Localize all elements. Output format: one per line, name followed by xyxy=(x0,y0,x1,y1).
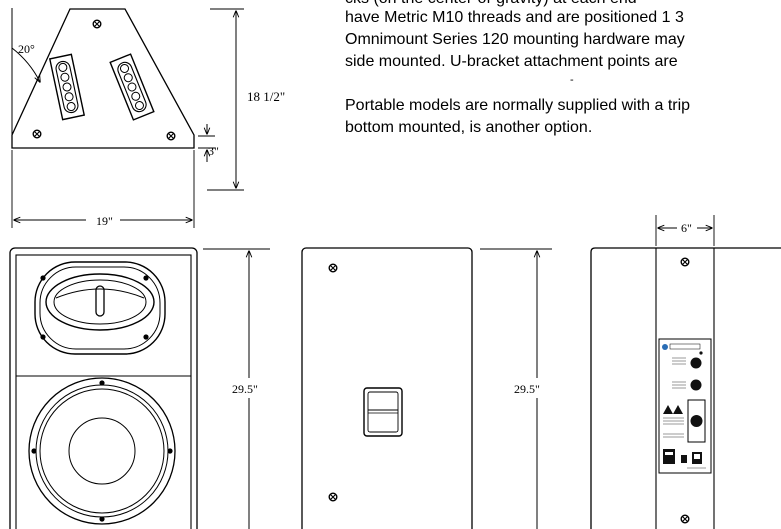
rear-view-height-label: 29.5" xyxy=(514,382,540,396)
side-view xyxy=(590,215,781,529)
power-inlet-icon xyxy=(663,449,675,464)
top-view xyxy=(11,8,244,228)
screw-icon xyxy=(166,131,176,141)
top-view-cabinet-outline xyxy=(11,8,195,149)
top-view-offset-label: 3" xyxy=(208,144,219,158)
fuse-holder-icon xyxy=(681,455,687,463)
front-view-height-label: 29.5" xyxy=(232,382,258,396)
side-view-width-label: 6" xyxy=(681,221,692,235)
handle-slot-right xyxy=(109,53,155,121)
description-line-6: bottom mounted, is another option. xyxy=(345,119,593,136)
rear-view xyxy=(301,247,552,529)
screw-icon xyxy=(32,129,42,139)
xlr-connector-panel xyxy=(687,399,706,443)
description-separator: - xyxy=(570,74,574,86)
side-view-cabinet-outline xyxy=(590,247,781,529)
front-view xyxy=(9,247,270,529)
xlr-jack-icon xyxy=(690,415,703,427)
angle-arc xyxy=(11,47,40,82)
brand-badge-icon xyxy=(662,344,668,350)
top-view-angle-label: 20° xyxy=(18,42,35,56)
indicator-led-icon xyxy=(699,351,703,355)
description-line-1: cks (on the center-of-gravity) at each e… xyxy=(345,0,637,9)
description-line-4: side mounted. U-bracket attachment point… xyxy=(345,53,678,70)
screw-icon xyxy=(680,257,690,267)
rear-handle xyxy=(363,387,403,437)
description-line-3: Omnimount Series 120 mounting hardware m… xyxy=(345,31,685,48)
horn-tweeter xyxy=(34,261,166,355)
description-line-5: Portable models are normally supplied wi… xyxy=(345,97,691,114)
screw-icon xyxy=(328,263,338,273)
handle-slot-left xyxy=(48,53,86,121)
description-line-2: have Metric M10 threads and are position… xyxy=(345,9,684,26)
screw-icon xyxy=(680,514,690,524)
top-view-width-label: 19" xyxy=(96,214,113,228)
woofer xyxy=(28,377,176,525)
amplifier-panel xyxy=(658,338,712,474)
baffle-inner-outline xyxy=(15,254,192,529)
warning-triangle-icon xyxy=(673,405,683,414)
screw-icon xyxy=(328,492,338,502)
screw-icon xyxy=(92,19,102,29)
level-knob-icon xyxy=(690,357,702,369)
input-jack-icon xyxy=(690,379,702,391)
warning-triangle-icon xyxy=(663,405,673,414)
top-view-height-label: 18 1/2" xyxy=(247,89,286,104)
